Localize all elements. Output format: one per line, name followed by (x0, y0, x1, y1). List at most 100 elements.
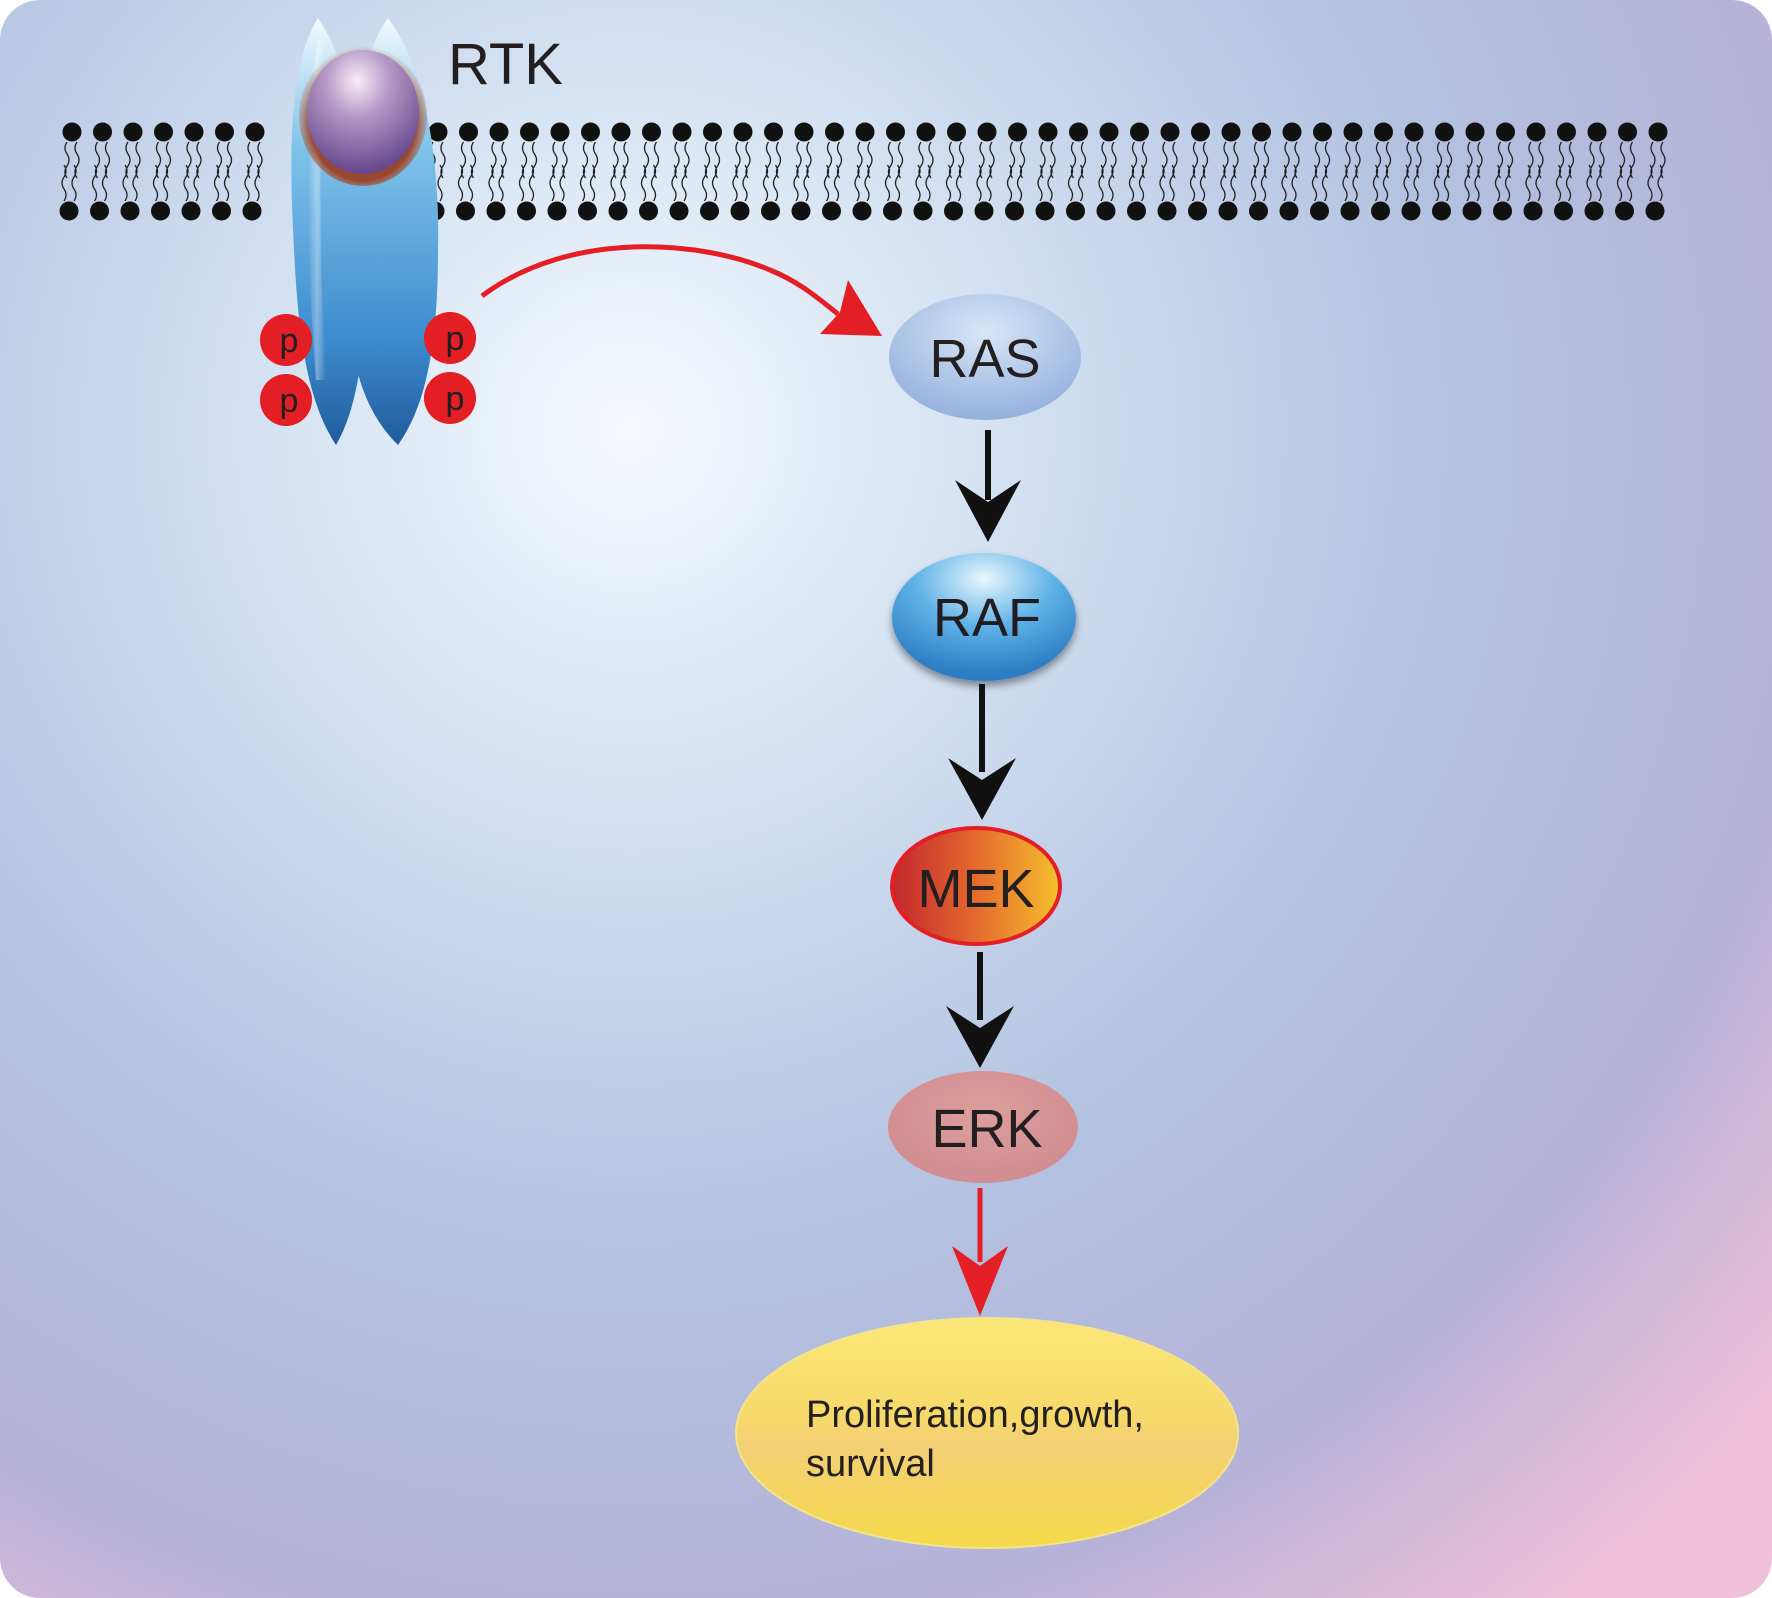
lipid-head (1374, 122, 1393, 142)
phospho-site: p (424, 372, 476, 424)
lipid-head (245, 122, 265, 142)
lipid-head (1526, 122, 1546, 142)
phospho-site: p (424, 312, 476, 364)
lipid-head (916, 122, 936, 142)
outcome-line-1: Proliferation,growth, (806, 1394, 1144, 1436)
lipid-head (852, 201, 872, 221)
lipid-head (822, 201, 841, 221)
lipid-head (733, 122, 753, 142)
lipid-head (550, 122, 570, 142)
lipid-head (489, 122, 509, 142)
lipid-head (825, 122, 844, 142)
lipid-head (1340, 201, 1360, 221)
lipid-head (1160, 122, 1180, 142)
lipid-head (1371, 201, 1390, 221)
svg-text:p: p (446, 380, 465, 418)
lipid-head (242, 201, 262, 221)
rtk-to-ras-arrow (480, 244, 882, 336)
lipid-head (184, 122, 204, 142)
lipid-head (547, 201, 567, 221)
lipid-head (93, 122, 112, 142)
lipid-head (1645, 201, 1665, 221)
lipid-head (1279, 201, 1299, 221)
lipid-head (1130, 122, 1149, 142)
lipid-head (1035, 201, 1055, 221)
lipid-head (944, 201, 963, 221)
lipid-head (1005, 201, 1024, 221)
lipid-head (1008, 122, 1027, 142)
ras-to-raf-arrow (955, 430, 1021, 542)
lipid-head (154, 122, 173, 142)
erk-label: ERK (931, 1099, 1042, 1159)
lipid-head (62, 122, 82, 142)
lipid-head (1615, 201, 1634, 221)
lipid-head (1462, 201, 1482, 221)
lipid-head (151, 201, 170, 221)
lipid-tails (61, 141, 1666, 202)
lipid-head (1191, 122, 1210, 142)
lipid-head (794, 122, 814, 142)
ras-node: RAS (889, 294, 1081, 420)
phospho-sites: p p p p (260, 312, 476, 426)
lipid-head (1282, 122, 1302, 142)
lipid-head (639, 201, 658, 221)
cell-membrane-bilayer (59, 122, 1668, 221)
lipid-head (1557, 122, 1576, 142)
lipid-head (1221, 122, 1241, 142)
ligand (307, 50, 419, 174)
lipid-head (1432, 201, 1451, 221)
lipid-head (578, 201, 597, 221)
raf-node: RAF (892, 553, 1076, 681)
lipid-head (215, 122, 234, 142)
lipid-head (764, 122, 783, 142)
lipid-head (1038, 122, 1058, 142)
lipid-head (1252, 122, 1271, 142)
lipid-head (1218, 201, 1238, 221)
lipid-head (1313, 122, 1332, 142)
lipid-head (123, 122, 143, 142)
lipid-head (1188, 201, 1207, 221)
lipid-head (520, 122, 539, 142)
lipid-head (120, 201, 140, 221)
lipid-head (669, 201, 689, 221)
lipid-head (1099, 122, 1119, 142)
lipid-head (1343, 122, 1363, 142)
lipid-head (761, 201, 780, 221)
lipid-head (886, 122, 905, 142)
outcome-line-2: survival (806, 1443, 935, 1485)
lipid-head (1404, 122, 1424, 142)
lipid-head (486, 201, 506, 221)
svg-text:p: p (280, 382, 299, 420)
lipid-head (703, 122, 722, 142)
lipid-head (642, 122, 661, 142)
lipid-head (459, 122, 478, 142)
ras-label: RAS (929, 329, 1040, 389)
lipid-head (1465, 122, 1485, 142)
lipid-head (913, 201, 933, 221)
lipid-head (1496, 122, 1515, 142)
svg-text:p: p (280, 322, 299, 360)
lipid-head (581, 122, 600, 142)
rtk-label: RTK (448, 32, 563, 97)
lipid-head (59, 201, 79, 221)
lipid-head (212, 201, 231, 221)
svg-text:p: p (446, 320, 465, 358)
lipid-head (977, 122, 997, 142)
lipid-head (1554, 201, 1573, 221)
lipid-head (1127, 201, 1146, 221)
phospho-site: p (260, 314, 312, 366)
erk-node: ERK (888, 1071, 1078, 1183)
lipid-head (672, 122, 692, 142)
lipid-head (1069, 122, 1088, 142)
lipid-head (974, 201, 994, 221)
lipid-head (1157, 201, 1177, 221)
lipid-head (947, 122, 966, 142)
lipid-head (1587, 122, 1607, 142)
lipid-head (1648, 122, 1668, 142)
mek-label: MEK (917, 859, 1034, 919)
lipid-head (517, 201, 536, 221)
lipid-head (1096, 201, 1116, 221)
lipid-head (428, 122, 448, 142)
